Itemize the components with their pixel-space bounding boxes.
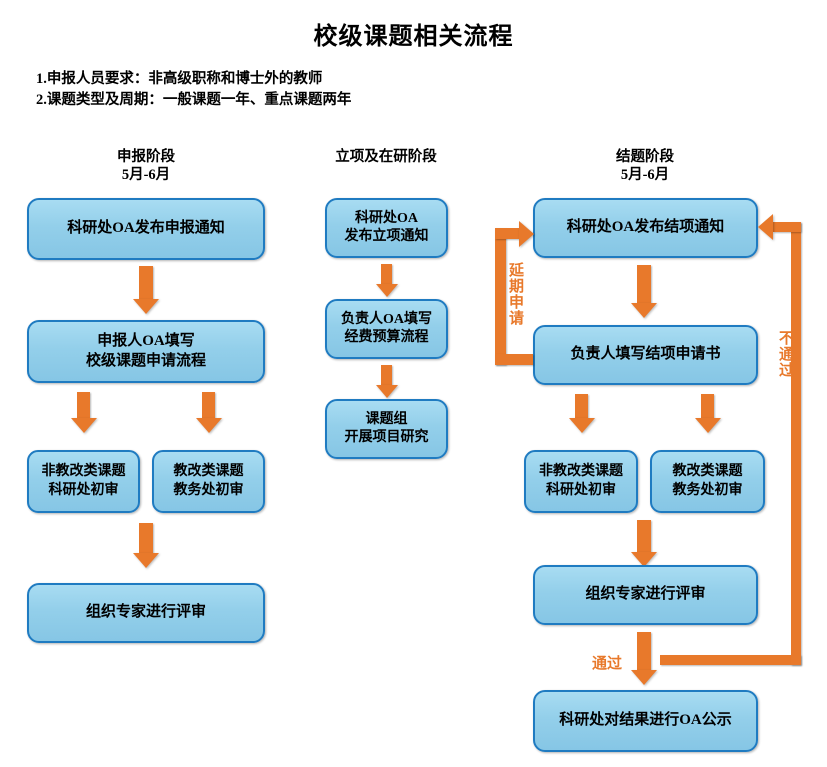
page-title: 校级课题相关流程 bbox=[313, 24, 514, 50]
box-project-notice[interactable]: 科研处OA 发布立项通知 bbox=[325, 198, 448, 258]
loop-rejected-bottom bbox=[660, 655, 801, 665]
arrow-project-notice-to-budget-head bbox=[375, 284, 398, 297]
column-header-project-name: 立项及在研阶段 bbox=[335, 149, 437, 165]
arrow-closing-form-to-nonteach-shaft bbox=[575, 394, 588, 418]
arrow-apply-review-to-expert-shaft bbox=[139, 523, 153, 553]
arrow-closing-form-to-teach-shaft bbox=[701, 394, 714, 418]
box-project-budget[interactable]: 负责人OA填写 经费预算流程 bbox=[325, 299, 448, 359]
arrow-closing-expert-to-publish-shaft bbox=[637, 632, 651, 670]
column-header-closing-name: 结题阶段 bbox=[616, 149, 674, 165]
arrow-closing-review-to-expert-shaft bbox=[637, 520, 651, 552]
box-apply-review-nonteach[interactable]: 非教改类课题 科研处初审 bbox=[27, 450, 140, 513]
box-closing-review-teach[interactable]: 教改类课题 教务处初审 bbox=[650, 450, 765, 513]
arrow-apply-form-to-teach-head bbox=[195, 418, 222, 433]
box-closing-form[interactable]: 负责人填写结项申请书 bbox=[533, 325, 758, 385]
note-applicant-requirement: 1.申报人员要求：非高级职称和博士外的教师 bbox=[36, 71, 323, 87]
loop-rejected-arrowhead bbox=[758, 214, 773, 240]
column-header-closing: 结题阶段 5月-6月 bbox=[585, 148, 705, 184]
arrow-project-budget-to-research-head bbox=[375, 385, 398, 398]
column-header-apply-period: 5月-6月 bbox=[121, 167, 171, 184]
arrow-closing-notice-to-form-shaft bbox=[637, 265, 651, 303]
loop-extension-arrowhead bbox=[519, 220, 534, 247]
loop-rejected-top bbox=[773, 222, 801, 232]
box-closing-publish[interactable]: 科研处对结果进行OA公示 bbox=[533, 690, 758, 752]
box-closing-review-nonteach[interactable]: 非教改类课题 科研处初审 bbox=[524, 450, 638, 513]
arrow-closing-form-to-nonteach-head bbox=[568, 418, 595, 433]
box-closing-expert-review[interactable]: 组织专家进行评审 bbox=[533, 565, 758, 625]
box-apply-form[interactable]: 申报人OA填写 校级课题申请流程 bbox=[27, 320, 265, 383]
arrow-closing-expert-to-publish-head bbox=[631, 670, 657, 685]
column-header-apply: 申报阶段 5月-6月 bbox=[86, 148, 206, 184]
arrow-closing-review-to-expert-head bbox=[631, 552, 657, 567]
arrow-closing-form-to-teach-head bbox=[694, 418, 721, 433]
note-topic-type-period: 2.课题类型及周期：一般课题一年、重点课题两年 bbox=[36, 92, 352, 108]
arrow-apply-review-to-expert-head bbox=[133, 553, 159, 568]
column-header-closing-period: 5月-6月 bbox=[620, 167, 670, 184]
box-project-research[interactable]: 课题组 开展项目研究 bbox=[325, 399, 448, 459]
arrow-project-budget-to-research-shaft bbox=[381, 365, 392, 385]
loop-extension-vertical bbox=[495, 228, 506, 365]
arrow-apply-notice-to-form-head bbox=[133, 299, 159, 314]
arrow-apply-form-to-nonteach-head bbox=[70, 418, 97, 433]
edge-label-passed: 通过 bbox=[592, 656, 623, 672]
loop-rejected-vertical bbox=[791, 222, 801, 665]
box-apply-review-teach[interactable]: 教改类课题 教务处初审 bbox=[152, 450, 265, 513]
arrow-apply-form-to-nonteach-shaft bbox=[77, 392, 90, 418]
edge-label-rejected: 不通过 bbox=[777, 330, 793, 378]
arrow-apply-notice-to-form-shaft bbox=[139, 266, 153, 299]
box-apply-notice[interactable]: 科研处OA发布申报通知 bbox=[27, 198, 265, 260]
loop-extension-bottom bbox=[495, 354, 533, 365]
arrow-project-notice-to-budget-shaft bbox=[381, 264, 392, 284]
arrow-closing-notice-to-form-head bbox=[631, 303, 657, 318]
arrow-apply-form-to-teach-shaft bbox=[202, 392, 215, 418]
loop-extension-top bbox=[495, 228, 519, 239]
box-closing-notice[interactable]: 科研处OA发布结项通知 bbox=[533, 198, 758, 258]
box-apply-expert-review[interactable]: 组织专家进行评审 bbox=[27, 583, 265, 643]
column-header-apply-name: 申报阶段 bbox=[117, 149, 175, 165]
column-header-project: 立项及在研阶段 bbox=[326, 148, 446, 166]
edge-label-extension: 延期申请 bbox=[507, 262, 523, 326]
